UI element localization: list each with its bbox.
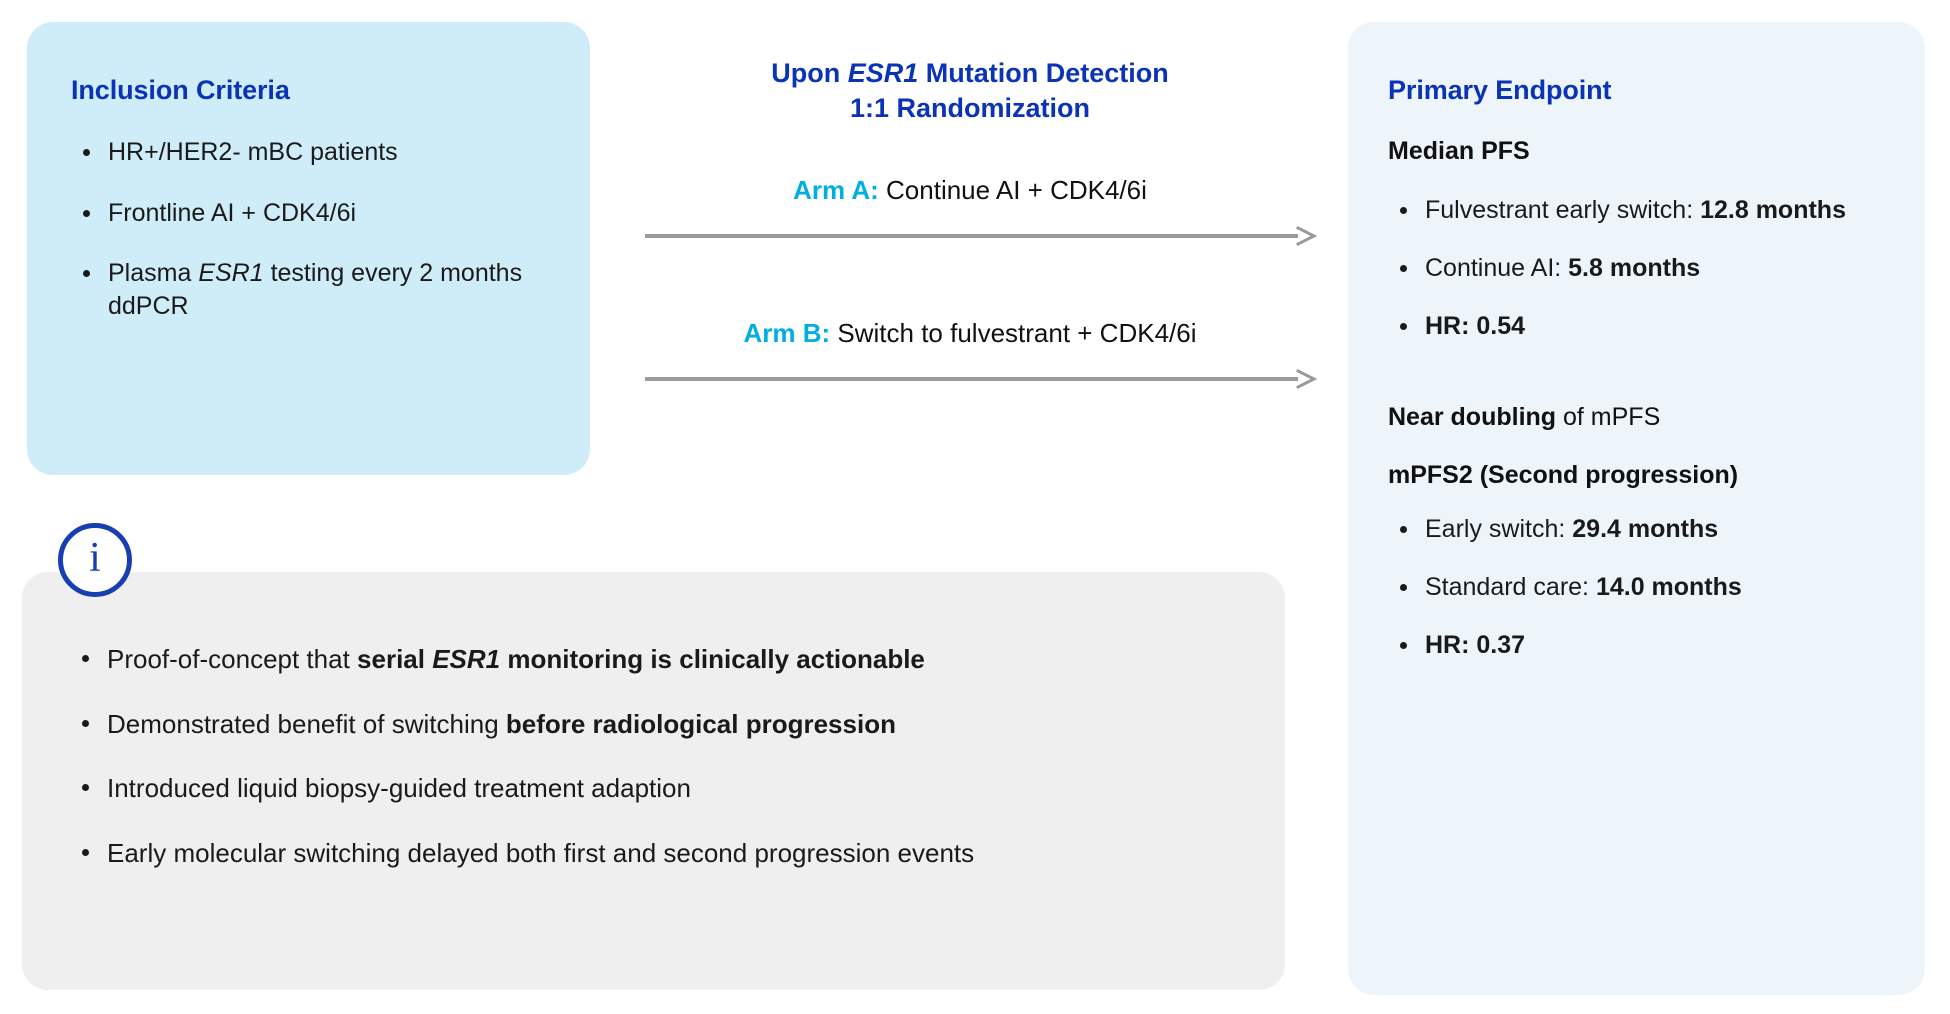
endpoint-spacer bbox=[1388, 368, 1885, 402]
list-item: HR+/HER2- mBC patients bbox=[71, 136, 546, 169]
arm-b-arrow-line bbox=[645, 376, 1298, 381]
primary-endpoint-panel: Primary Endpoint Median PFS Fulvestrant … bbox=[1348, 22, 1925, 995]
mpfs2-item-2-value: HR: 0.37 bbox=[1425, 631, 1526, 660]
randomization-title-gene: ESR1 bbox=[847, 58, 919, 88]
median-pfs-heading: Median PFS bbox=[1388, 137, 1530, 166]
arm-a-tag: Arm A: bbox=[793, 175, 879, 206]
arm-b-label-row: Arm B: Switch to fulvestrant + CDK4/6i bbox=[620, 317, 1320, 351]
median-pfs-item-0-label: Fulvestrant early switch: bbox=[1425, 195, 1701, 224]
takeaway-1-bold-pre: before radiological progression bbox=[505, 708, 896, 739]
list-item: Continue AI: 5.8 months bbox=[1388, 252, 1885, 285]
arm-a-arrow-line bbox=[645, 233, 1298, 238]
inclusion-item-1-text: Frontline AI + CDK4/6i bbox=[108, 198, 357, 227]
arm-a-arrow bbox=[620, 224, 1320, 258]
key-takeaways-panel: Proof-of-concept that serial ESR1 monito… bbox=[22, 572, 1285, 990]
mpfs2-item-0-label: Early switch: bbox=[1425, 514, 1573, 543]
list-item: Introduced liquid biopsy-guided treatmen… bbox=[70, 771, 1237, 806]
key-takeaways-list: Proof-of-concept that serial ESR1 monito… bbox=[70, 642, 1237, 870]
list-item: HR: 0.37 bbox=[1388, 629, 1885, 662]
arrow-right-icon bbox=[1296, 368, 1318, 389]
arm-b-block: Arm B: Switch to fulvestrant + CDK4/6i bbox=[620, 317, 1320, 401]
randomization-title-pre: Upon bbox=[771, 58, 848, 88]
inclusion-criteria-list: HR+/HER2- mBC patients Frontline AI + CD… bbox=[71, 136, 546, 323]
near-doubling-bold: Near doubling bbox=[1388, 403, 1557, 432]
median-pfs-item-0-value: 12.8 months bbox=[1700, 195, 1846, 224]
randomization-title: Upon ESR1 Mutation Detection 1:1 Randomi… bbox=[620, 56, 1320, 126]
list-item: Frontline AI + CDK4/6i bbox=[71, 197, 546, 230]
takeaway-0-pre: Proof-of-concept that bbox=[107, 644, 358, 674]
inclusion-criteria-heading: Inclusion Criteria bbox=[71, 75, 290, 105]
list-item: Plasma ESR1 testing every 2 months ddPCR bbox=[71, 257, 546, 324]
mpfs2-item-1-value: 14.0 months bbox=[1595, 573, 1742, 602]
mpfs2-list: Early switch: 29.4 months Standard care:… bbox=[1388, 513, 1885, 663]
mpfs2-heading: mPFS2 (Second progression) bbox=[1388, 460, 1739, 489]
info-icon-glyph: i bbox=[89, 535, 101, 581]
list-item: Early switch: 29.4 months bbox=[1388, 513, 1885, 546]
takeaway-2-pre: Introduced liquid biopsy-guided treatmen… bbox=[107, 773, 691, 804]
takeaway-3-pre: Early molecular switching delayed both f… bbox=[107, 837, 975, 868]
median-pfs-list: Fulvestrant early switch: 12.8 months Co… bbox=[1388, 194, 1885, 344]
list-item: Early molecular switching delayed both f… bbox=[70, 836, 1237, 871]
arm-a-text: Continue AI + CDK4/6i bbox=[878, 175, 1147, 206]
list-item: HR: 0.54 bbox=[1388, 310, 1885, 343]
arrow-right-icon bbox=[1296, 225, 1318, 246]
near-doubling-rest: of mPFS bbox=[1556, 403, 1661, 432]
takeaway-0-bold-pre: serial bbox=[357, 644, 433, 674]
arm-a-label-row: Arm A: Continue AI + CDK4/6i bbox=[620, 174, 1320, 208]
takeaway-0-gene: ESR1 bbox=[432, 644, 501, 674]
inclusion-item-0-text: HR+/HER2- mBC patients bbox=[108, 138, 398, 167]
arm-b-text: Switch to fulvestrant + CDK4/6i bbox=[830, 317, 1197, 348]
list-item: Fulvestrant early switch: 12.8 months bbox=[1388, 194, 1885, 227]
arm-a-block: Arm A: Continue AI + CDK4/6i bbox=[620, 174, 1320, 258]
inclusion-criteria-panel: Inclusion Criteria HR+/HER2- mBC patient… bbox=[27, 22, 590, 475]
primary-endpoint-heading: Primary Endpoint bbox=[1388, 75, 1612, 105]
arm-b-tag: Arm B: bbox=[743, 317, 831, 348]
inclusion-item-2-pre: Plasma bbox=[108, 258, 199, 287]
median-pfs-item-1-value: 5.8 months bbox=[1568, 253, 1701, 282]
list-item: Standard care: 14.0 months bbox=[1388, 571, 1885, 604]
near-doubling-note: Near doubling of mPFS bbox=[1388, 402, 1885, 433]
randomization-column: Upon ESR1 Mutation Detection 1:1 Randomi… bbox=[620, 56, 1320, 401]
list-item: Demonstrated benefit of switching before… bbox=[70, 707, 1237, 742]
mpfs2-item-0-value: 29.4 months bbox=[1572, 514, 1719, 543]
median-pfs-item-2-value: HR: 0.54 bbox=[1425, 312, 1526, 341]
inclusion-item-2-gene: ESR1 bbox=[198, 258, 264, 287]
median-pfs-item-1-label: Continue AI: bbox=[1425, 253, 1569, 282]
list-item: Proof-of-concept that serial ESR1 monito… bbox=[70, 642, 1237, 677]
randomization-title-post: Mutation Detection bbox=[918, 58, 1169, 88]
takeaway-1-pre: Demonstrated benefit of switching bbox=[107, 708, 506, 739]
randomization-title-line2: 1:1 Randomization bbox=[849, 93, 1091, 124]
mpfs2-item-1-label: Standard care: bbox=[1425, 573, 1596, 602]
takeaway-0-bold-post: monitoring is clinically actionable bbox=[500, 644, 925, 674]
arm-b-arrow bbox=[620, 367, 1320, 401]
info-circle-icon: i bbox=[58, 523, 132, 597]
inclusion-item-2-post: testing every 2 months ddPCR bbox=[108, 258, 523, 321]
